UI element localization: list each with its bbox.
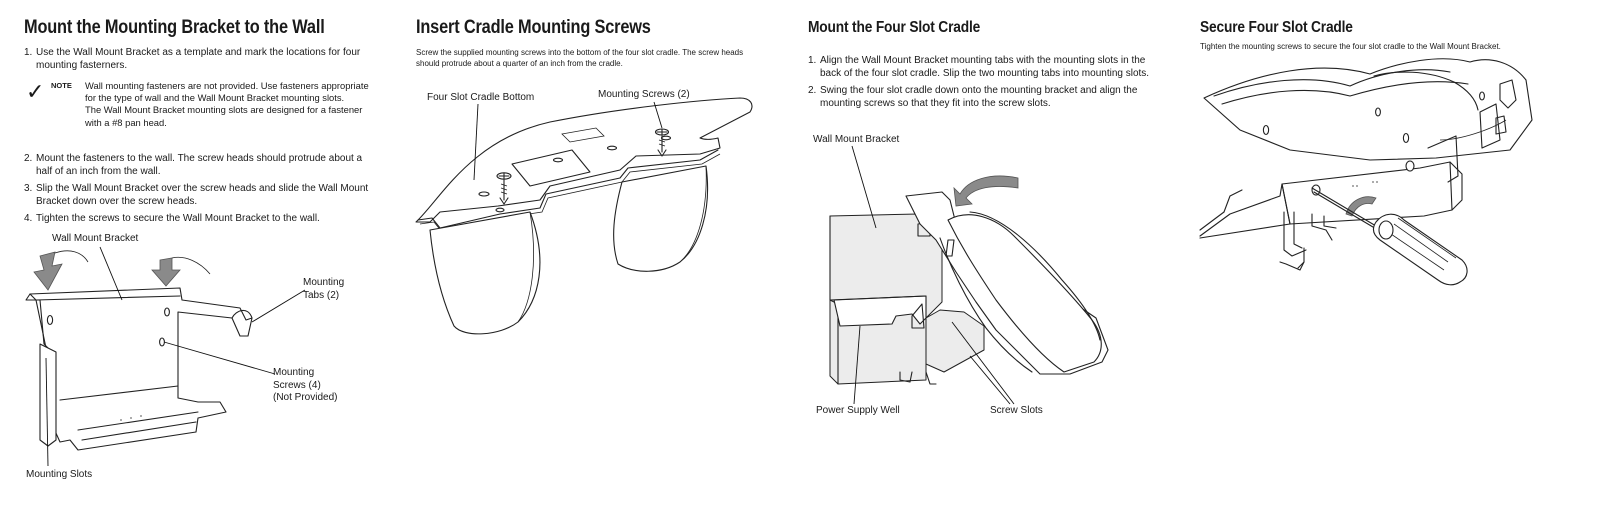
section-heading: Secure Four Slot Cradle bbox=[1200, 19, 1353, 36]
screw-icon bbox=[496, 172, 512, 205]
step-list: 1.Use the Wall Mount Bracket as a templa… bbox=[24, 47, 369, 77]
cradle-mounting-illustration bbox=[829, 145, 1109, 405]
section-cradle-screws: Insert Cradle Mounting Screws Screw the … bbox=[400, 0, 800, 518]
step-list: 2.Mount the fasteners to the wall. The s… bbox=[24, 153, 372, 231]
section-secure-cradle: Secure Four Slot Cradle Tighten the moun… bbox=[1199, 0, 1600, 518]
callout-mounting-screws: Mounting Screws (4) (Not Provided) bbox=[273, 367, 338, 404]
secure-cradle-illustration bbox=[1199, 58, 1533, 286]
step-item: 2.Swing the four slot cradle down onto t… bbox=[808, 85, 1138, 109]
section-heading: Mount the Four Slot Cradle bbox=[808, 19, 981, 36]
cradle-bottom-illustration bbox=[415, 97, 753, 335]
callout-screw-slots: Screw Slots bbox=[990, 405, 1043, 416]
step-item: 4.Tighten the screws to secure the Wall … bbox=[24, 213, 320, 225]
callout-wall-mount-bracket: Wall Mount Bracket bbox=[52, 233, 139, 244]
section-intro: Tighten the mounting screws to secure th… bbox=[1200, 42, 1501, 51]
section-intro: Screw the supplied mounting screws into … bbox=[416, 48, 744, 68]
callout-wall-mount-bracket: Wall Mount Bracket bbox=[813, 134, 900, 145]
section-mount-bracket: Mount the Mounting Bracket to the Wall 1… bbox=[0, 0, 400, 518]
callout-mounting-screws: Mounting Screws (2) bbox=[598, 89, 690, 100]
section-heading: Mount the Mounting Bracket to the Wall bbox=[24, 17, 325, 38]
callout-mounting-tabs: Mounting Tabs (2) bbox=[303, 277, 345, 301]
step-item: 3.Slip the Wall Mount Bracket over the s… bbox=[24, 183, 369, 207]
note-body: Wall mounting fasteners are not provided… bbox=[85, 80, 369, 128]
section-mount-cradle: Mount the Four Slot Cradle 1.Align the W… bbox=[800, 0, 1200, 518]
screw-icon bbox=[654, 128, 670, 157]
checkmark-icon: ✓ bbox=[26, 80, 45, 105]
callout-mounting-slots: Mounting Slots bbox=[26, 469, 93, 480]
step-list: 1.Align the Wall Mount Bracket mounting … bbox=[808, 55, 1158, 115]
note-box: ✓ NOTE Wall mounting fasteners are not p… bbox=[26, 80, 376, 144]
section-heading: Insert Cradle Mounting Screws bbox=[416, 17, 651, 38]
callout-power-supply-well: Power Supply Well bbox=[816, 405, 900, 416]
step-item: 1.Align the Wall Mount Bracket mounting … bbox=[808, 55, 1150, 79]
note-label: NOTE bbox=[51, 81, 72, 90]
callout-cradle-bottom: Four Slot Cradle Bottom bbox=[427, 92, 535, 103]
step-item: 1.Use the Wall Mount Bracket as a templa… bbox=[24, 47, 361, 71]
step-item: 2.Mount the fasteners to the wall. The s… bbox=[24, 153, 363, 177]
wall-mount-bracket-illustration bbox=[25, 246, 306, 467]
